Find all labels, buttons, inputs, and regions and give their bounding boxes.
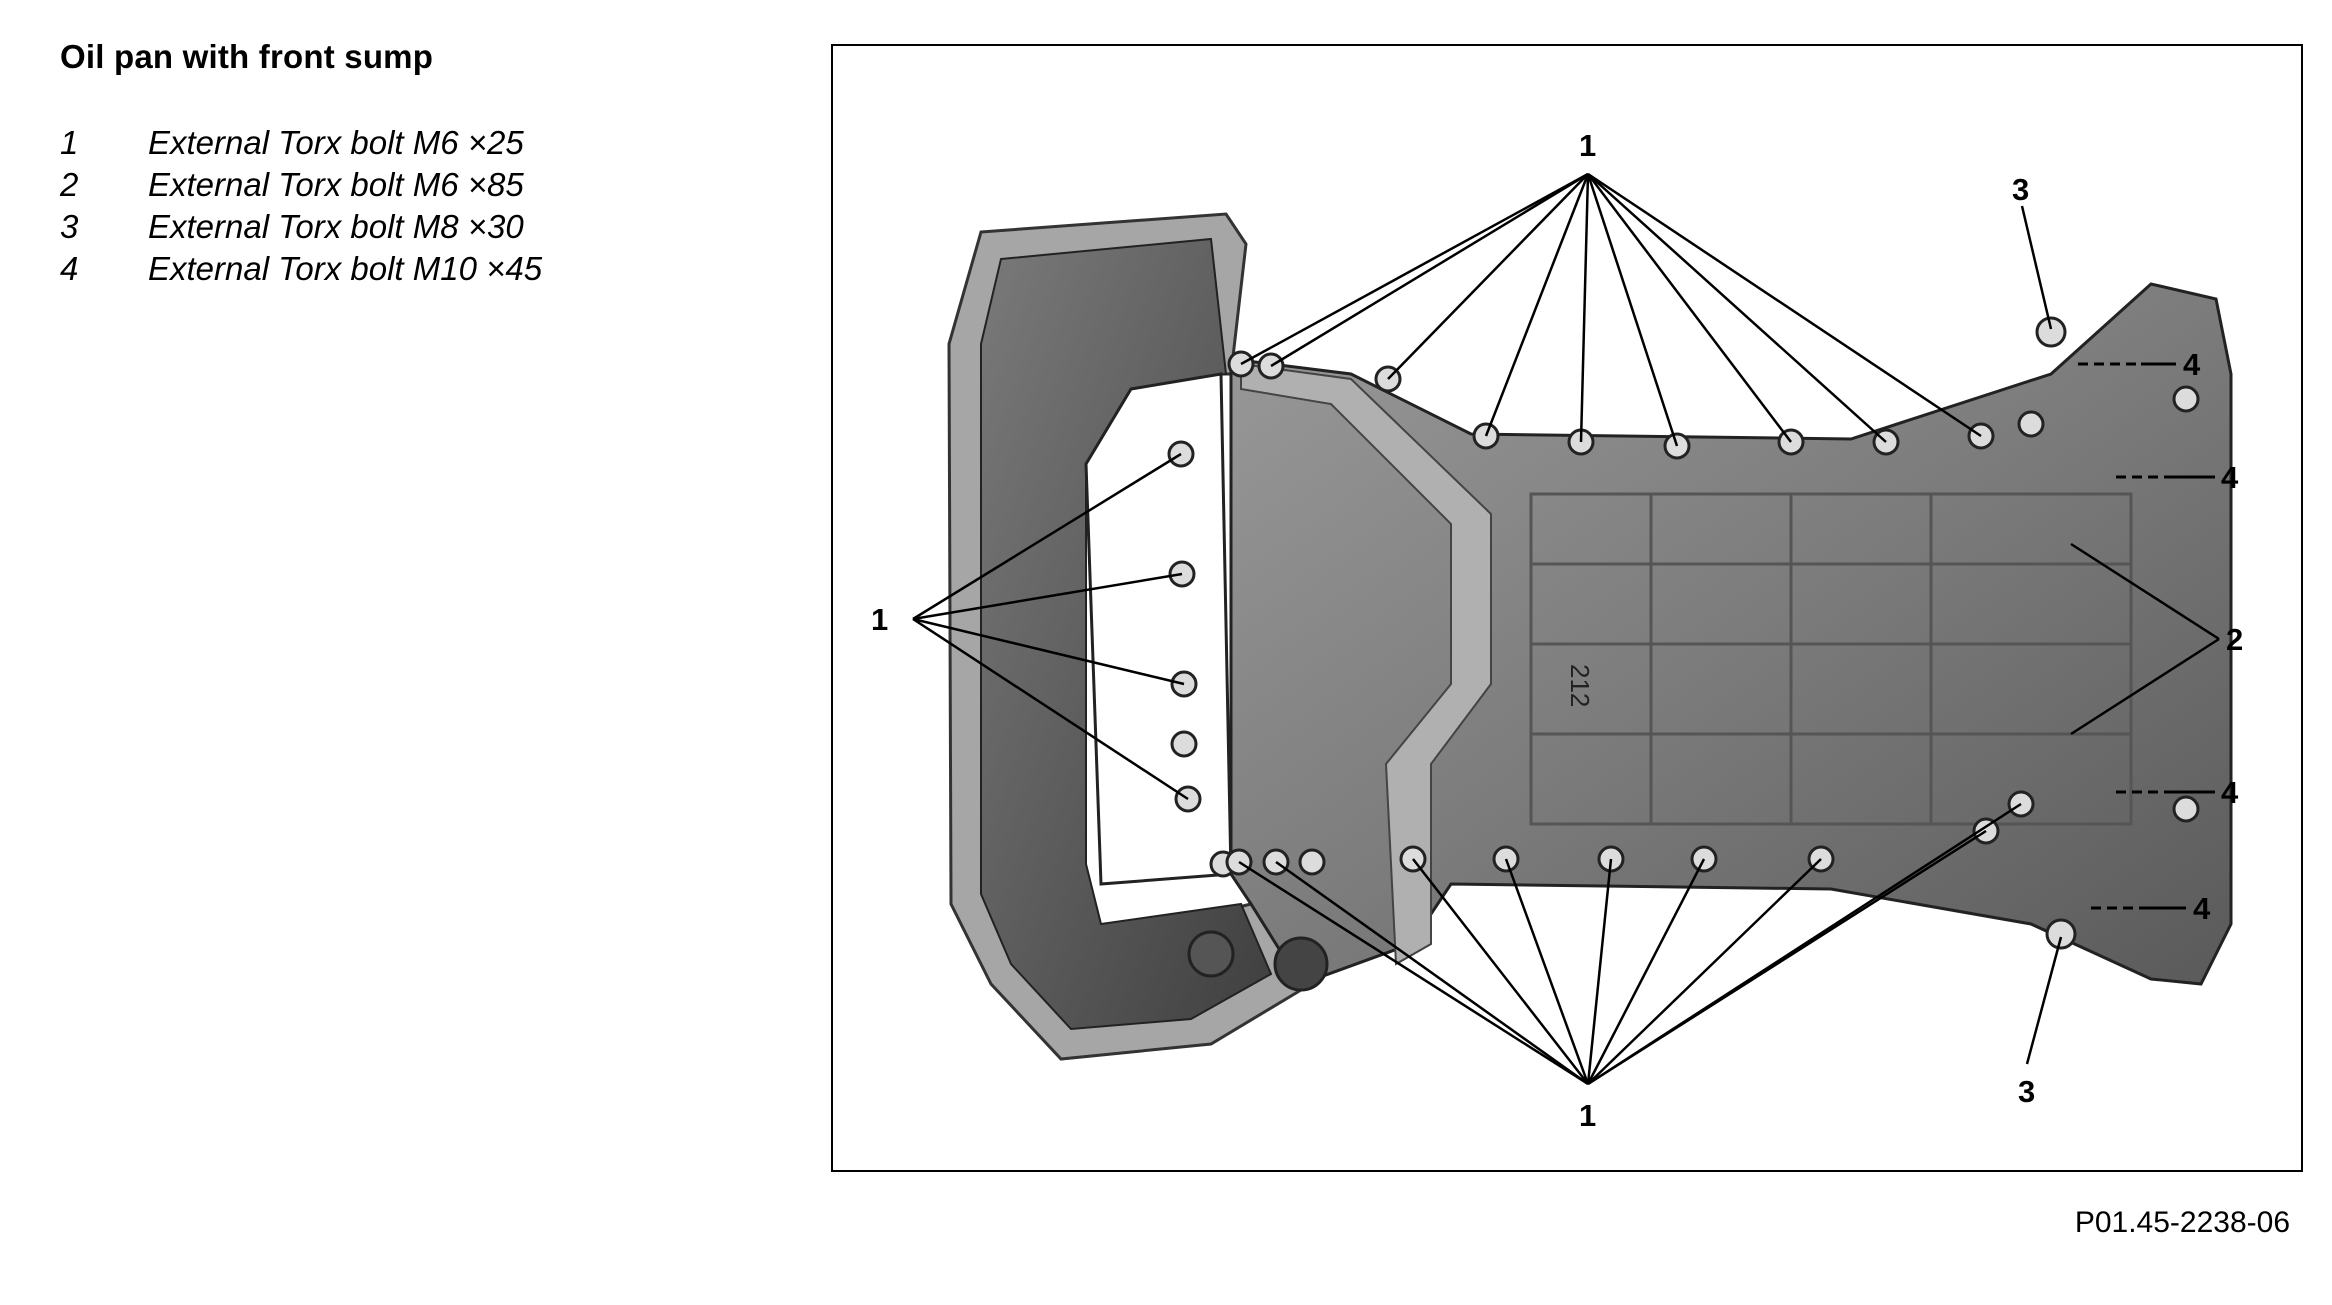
callout-label: 2 [2226,622,2243,657]
legend-text: External Torx bolt M6 ×25 [148,124,524,161]
callout-label: 1 [871,602,888,637]
legend-number: 4 [60,250,79,287]
callout-label: 4 [2183,347,2201,382]
dashed-leaders [2078,362,2215,910]
leader-line [1270,172,1589,368]
leader-lines [912,172,2220,1086]
figure-id: P01.45-2238-06 [2074,1206,2290,1239]
legend-number: 2 [60,166,79,203]
leader-line [1412,858,1589,1085]
part-marking: 212 [1565,664,1595,707]
leader-line [1275,860,1589,1086]
leader-line [912,572,1183,621]
bolt [2017,410,2045,438]
legend-text: External Torx bolt M8 ×30 [148,208,524,245]
leader-line [1504,858,1590,1085]
callout-label: 3 [2012,172,2029,207]
bolt [2172,795,2200,823]
leader-line [1387,173,1589,380]
leader-line [1579,173,1590,443]
leader-line [1587,172,1982,438]
drain-plug [1187,930,1235,978]
leader-line [912,617,1185,686]
leader-line [2070,542,2220,641]
leader-line [1587,802,2022,1086]
rib-block [1529,492,2133,826]
callout-label: 3 [2018,1074,2035,1109]
leader-line [912,617,1189,801]
page-title: Oil pan with front sump [60,38,434,75]
callout-label: 4 [2193,891,2211,926]
leader-line [1586,173,1679,447]
legend-number: 3 [60,208,79,245]
legend-text: External Torx bolt M6 ×85 [148,166,524,203]
oil-pan-illustration: 212 [871,128,2243,1133]
bolt [1298,848,1326,876]
leader-line [1586,858,1613,1085]
leader-line [1587,858,1822,1085]
leader-line [1240,172,1589,366]
cutout-opening [1084,372,1233,886]
legend-number: 1 [60,124,79,161]
drain-plug-inner [1273,936,1329,992]
gasket-band [1240,362,1492,966]
bolt [2035,316,2067,348]
legend-text: External Torx bolt M10 ×45 [148,250,543,287]
leader-line [1238,860,1589,1086]
leader-line [1587,173,1887,443]
leader-line [2070,637,2220,736]
leader-line [1586,858,1706,1085]
bolt [1170,730,1198,758]
leader-line [2020,205,2053,330]
leader-line [2025,936,2063,1065]
bolt [2045,918,2077,950]
callout-label: 4 [2221,460,2239,495]
leader-line [1587,173,1792,443]
leader-line [912,452,1182,621]
bolt [2172,385,2200,413]
callout-label: 4 [2221,775,2239,810]
callout-label: 1 [1579,128,1596,163]
leader-line [1484,173,1590,437]
callout-label: 1 [1579,1098,1596,1133]
